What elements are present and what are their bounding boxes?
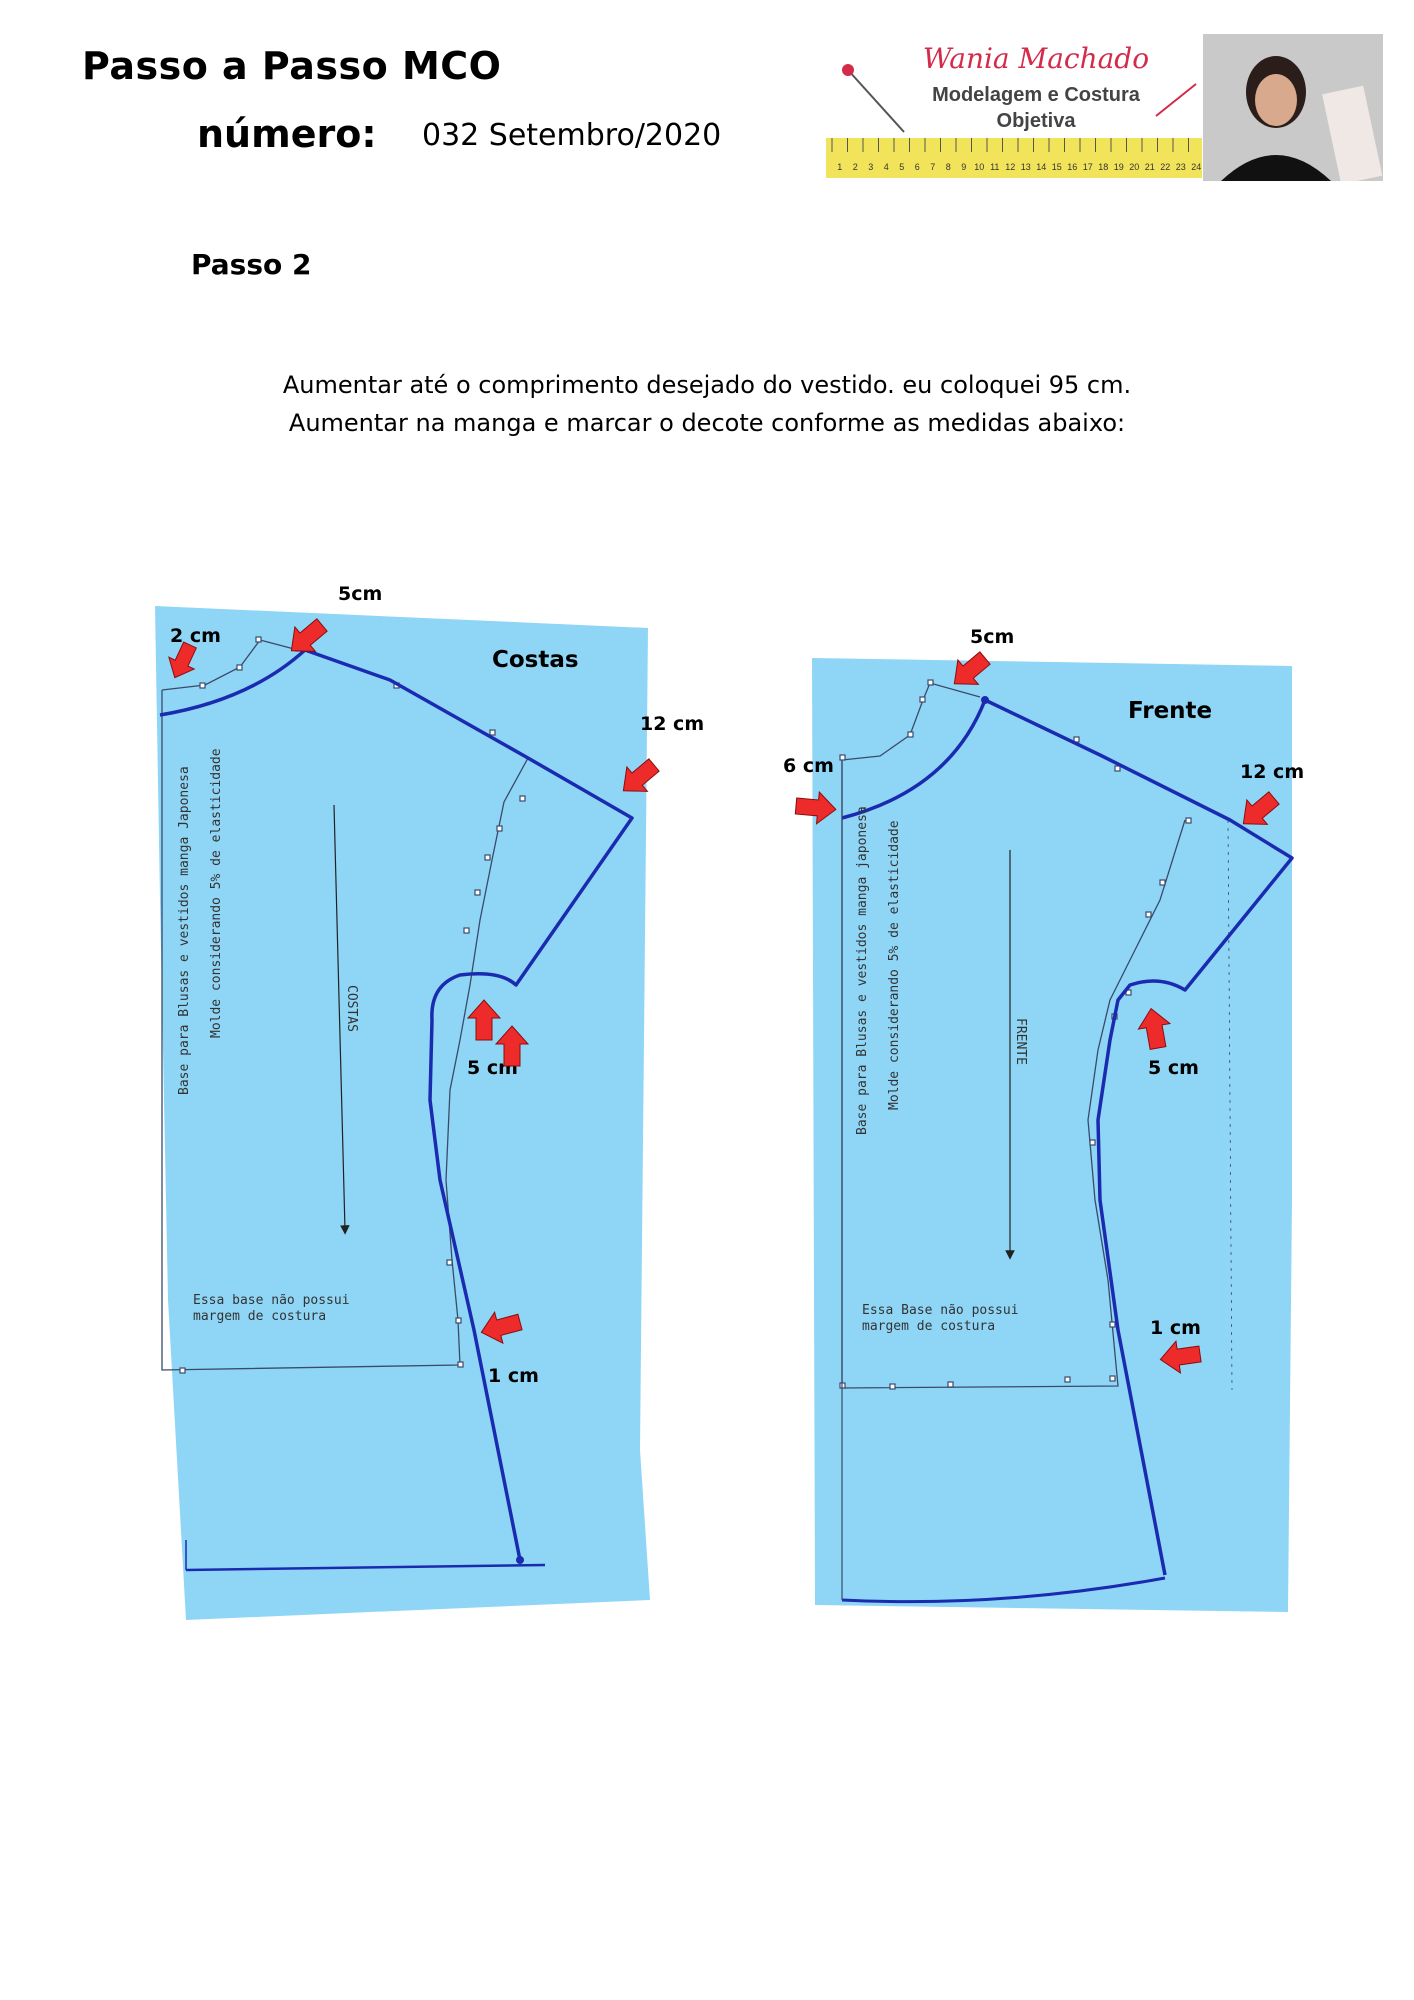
front-title: Frente bbox=[1128, 698, 1212, 724]
front-paper bbox=[812, 658, 1292, 1612]
arrow-icon bbox=[1137, 1007, 1172, 1050]
ruler-number: 17 bbox=[1083, 162, 1093, 172]
front-original-neck bbox=[841, 682, 981, 761]
front-new-outline bbox=[841, 698, 1294, 1576]
pattern-diagrams: COSTAS Base para Blusas e vestidos manga… bbox=[155, 583, 1304, 1620]
arrow-icon bbox=[953, 651, 991, 685]
arrow-icon bbox=[466, 999, 502, 1041]
brand-logo: Wania Machado Modelagem e Costura Objeti… bbox=[826, 34, 1383, 181]
instruction-line-1: Aumentar até o comprimento desejado do v… bbox=[282, 371, 1132, 399]
ruler-number: 6 bbox=[915, 162, 920, 172]
ruler-number: 22 bbox=[1160, 162, 1170, 172]
ruler-number: 18 bbox=[1098, 162, 1108, 172]
back-note-line-2: margem de costura bbox=[193, 1309, 326, 1324]
arrow-icon bbox=[794, 790, 837, 825]
back-paper bbox=[155, 606, 650, 1620]
arrow-icon bbox=[168, 641, 198, 679]
logo-script-name: Wania Machado bbox=[923, 42, 1149, 75]
front-note-line-2: margem de costura bbox=[862, 1319, 995, 1334]
ruler-number: 21 bbox=[1145, 162, 1155, 172]
front-label-neck-width: 5cm bbox=[970, 626, 1014, 648]
front-grain-label: FRENTE bbox=[1013, 1018, 1028, 1065]
document-title: Passo a Passo MCO bbox=[82, 44, 502, 88]
front-label-sleeve: 12 cm bbox=[1240, 761, 1304, 783]
back-note-line-1: Essa base não possui bbox=[193, 1293, 350, 1308]
back-label-sleeve: 12 cm bbox=[640, 713, 704, 735]
back-label-neck-depth: 2 cm bbox=[170, 625, 221, 647]
ruler-number: 10 bbox=[974, 162, 984, 172]
ruler-number: 16 bbox=[1067, 162, 1077, 172]
back-pattern: COSTAS Base para Blusas e vestidos manga… bbox=[155, 583, 704, 1620]
ruler-number: 20 bbox=[1129, 162, 1139, 172]
arrow-icon bbox=[1242, 791, 1280, 825]
step-title: Passo 2 bbox=[191, 248, 312, 281]
back-label-hem: 1 cm bbox=[488, 1365, 539, 1387]
front-label-neck-depth: 6 cm bbox=[783, 755, 834, 777]
instructions: Aumentar até o comprimento desejado do v… bbox=[0, 366, 1414, 442]
arrow-icon bbox=[1159, 1340, 1202, 1374]
ruler-number: 3 bbox=[868, 162, 873, 172]
front-original-outline bbox=[841, 760, 1186, 1389]
document-number-label: número: bbox=[197, 112, 377, 156]
ruler-number: 11 bbox=[990, 162, 999, 172]
logo-line1: Modelagem e Costura bbox=[932, 84, 1141, 106]
front-base-text: Base para Blusas e vestidos manga japone… bbox=[855, 806, 870, 1135]
back-title: Costas bbox=[492, 647, 579, 673]
ruler-number: 9 bbox=[961, 162, 966, 172]
document-date: 032 Setembro/2020 bbox=[422, 118, 722, 153]
ruler-number: 23 bbox=[1176, 162, 1186, 172]
front-pencil-points bbox=[839, 679, 1192, 1390]
front-label-armhole: 5 cm bbox=[1148, 1057, 1199, 1079]
back-new-outline bbox=[159, 648, 634, 1561]
front-hem bbox=[841, 1576, 1166, 1604]
ruler-number: 7 bbox=[930, 162, 935, 172]
back-grain-label: COSTAS bbox=[344, 985, 359, 1032]
arrow-icon bbox=[290, 618, 328, 652]
back-base-text: Base para Blusas e vestidos manga Japone… bbox=[177, 766, 192, 1095]
back-hem bbox=[185, 1563, 546, 1572]
back-label-neck-width: 5cm bbox=[338, 583, 382, 605]
ruler-number: 24 bbox=[1191, 162, 1201, 172]
ruler-number: 15 bbox=[1052, 162, 1062, 172]
ruler-number: 19 bbox=[1114, 162, 1124, 172]
arrow-icon bbox=[494, 1025, 530, 1067]
ruler-number: 2 bbox=[853, 162, 858, 172]
back-arrows bbox=[168, 618, 660, 1345]
back-molde-text: Molde considerando 5% de elasticidade bbox=[209, 748, 224, 1038]
ruler-number: 12 bbox=[1005, 162, 1015, 172]
ruler-number: 13 bbox=[1021, 162, 1031, 172]
logo-line2: Objetiva bbox=[997, 110, 1077, 132]
ruler-number: 4 bbox=[884, 162, 889, 172]
back-grain-line bbox=[333, 804, 350, 1235]
author-photo-figure bbox=[1221, 56, 1383, 181]
front-molde-text: Molde considerando 5% de elasticidade bbox=[887, 820, 902, 1110]
needle-icon bbox=[842, 64, 1197, 133]
ruler-number: 14 bbox=[1036, 162, 1046, 172]
front-arrows bbox=[794, 651, 1280, 1374]
arrow-icon bbox=[480, 1311, 523, 1345]
front-pattern: FRENTE Base para Blusas e vestidos manga… bbox=[783, 626, 1304, 1612]
ruler-number: 1 bbox=[837, 162, 842, 172]
front-note-line-1: Essa Base não possui bbox=[862, 1303, 1019, 1318]
ruler-number: 5 bbox=[899, 162, 904, 172]
ruler-bar bbox=[826, 138, 1202, 178]
instruction-line-2: Aumentar na manga e marcar o decote conf… bbox=[288, 409, 1126, 437]
front-label-hem: 1 cm bbox=[1150, 1317, 1201, 1339]
arrow-icon bbox=[622, 758, 660, 792]
ruler-number: 8 bbox=[946, 162, 951, 172]
